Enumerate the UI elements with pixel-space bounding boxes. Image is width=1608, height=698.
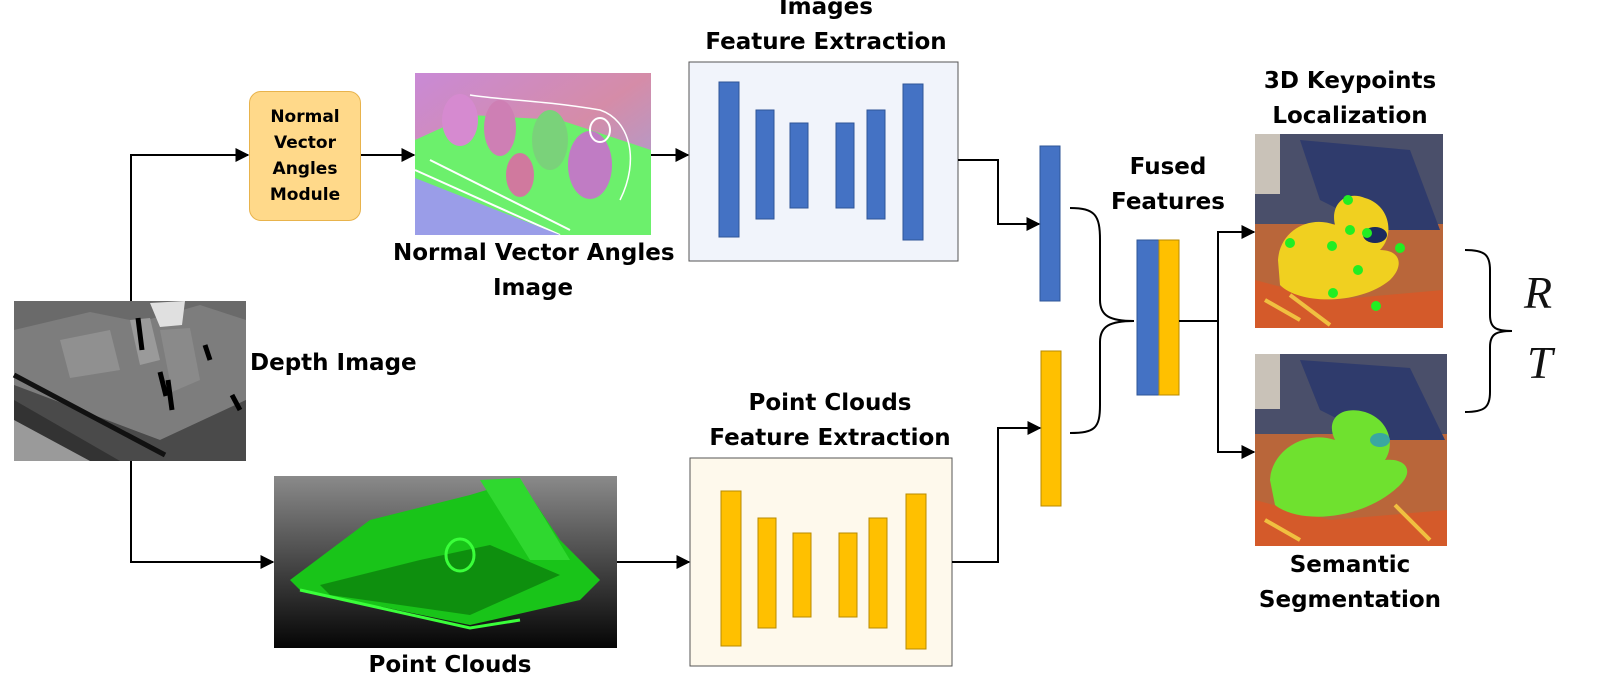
nva-label-line-1: Normal Vector Angles bbox=[393, 240, 675, 266]
segmentation-thumbnail bbox=[1255, 354, 1447, 546]
pc-bar-2 bbox=[757, 517, 777, 629]
fused-line-1: Fused bbox=[1129, 154, 1207, 180]
keypoint-marker bbox=[1362, 228, 1372, 238]
segmentation-line-1: Semantic bbox=[1289, 552, 1411, 578]
semantic-segmentation-label: Semantic Segmentation bbox=[1250, 548, 1450, 618]
image-feature-vector bbox=[1039, 145, 1061, 302]
keypoint-marker bbox=[1285, 238, 1295, 248]
fused-line-2: Features bbox=[1111, 189, 1225, 215]
image-network-bars bbox=[718, 81, 924, 241]
pc-bar-6 bbox=[905, 493, 927, 650]
pc-bar-1 bbox=[720, 490, 742, 647]
module-line-2: Vector bbox=[273, 133, 336, 153]
point-cloud-network-bars bbox=[720, 490, 927, 650]
keypoint-markers bbox=[1285, 195, 1405, 311]
pc-bar-3 bbox=[792, 532, 812, 618]
module-line-3: Angles bbox=[272, 159, 338, 179]
module-line-1: Normal bbox=[270, 107, 340, 127]
images-feature-extraction-title: Images Feature Extraction bbox=[700, 0, 952, 60]
fused-feature-vector bbox=[1136, 239, 1180, 396]
point-clouds-feature-extraction-title: Point Clouds Feature Extraction bbox=[700, 386, 960, 456]
images-title-line-2: Feature Extraction bbox=[705, 29, 947, 55]
point-cloud-feature-vector bbox=[1040, 350, 1062, 507]
pc-bar-5 bbox=[868, 517, 888, 629]
module-line-4: Module bbox=[269, 185, 341, 205]
depth-image-label: Depth Image bbox=[250, 350, 417, 376]
normal-vector-angles-image-label: Normal Vector Angles Image bbox=[393, 236, 675, 306]
image-bar-1 bbox=[718, 81, 740, 238]
connectors bbox=[130, 148, 1513, 569]
nva-label-line-2: Image bbox=[492, 275, 574, 301]
image-bar-5 bbox=[866, 109, 886, 220]
pc-title-line-1: Point Clouds bbox=[748, 390, 912, 416]
translation-symbol: T bbox=[1527, 337, 1553, 388]
keypoint-marker bbox=[1353, 265, 1363, 275]
keypoint-marker bbox=[1345, 225, 1355, 235]
image-bar-2 bbox=[755, 109, 775, 220]
normal-vector-angles-module: Normal Vector Angles Module bbox=[249, 91, 361, 221]
image-bar-3 bbox=[789, 122, 809, 209]
segmentation-line-2: Segmentation bbox=[1258, 587, 1442, 613]
point-clouds-label: Point Clouds bbox=[368, 652, 532, 678]
normal-vector-angles-thumbnail bbox=[414, 73, 651, 236]
keypoint-marker bbox=[1371, 301, 1381, 311]
pc-title-line-2: Feature Extraction bbox=[709, 425, 951, 451]
keypoints-line-1: 3D Keypoints bbox=[1263, 68, 1437, 94]
depth-image-thumbnail bbox=[12, 301, 246, 461]
keypoints-line-2: Localization bbox=[1272, 103, 1428, 129]
images-title-line-1: Images bbox=[779, 0, 873, 20]
keypoints-localization-label: 3D Keypoints Localization bbox=[1250, 64, 1450, 134]
image-bar-6 bbox=[902, 83, 924, 241]
image-bar-4 bbox=[835, 122, 855, 209]
point-clouds-thumbnail bbox=[274, 476, 617, 648]
pc-bar-4 bbox=[838, 532, 858, 618]
rotation-symbol: R bbox=[1524, 267, 1553, 318]
keypoint-marker bbox=[1395, 243, 1405, 253]
keypoint-marker bbox=[1343, 195, 1353, 205]
keypoint-marker bbox=[1328, 288, 1338, 298]
keypoint-marker bbox=[1327, 241, 1337, 251]
fused-features-label: Fused Features bbox=[1100, 150, 1236, 220]
